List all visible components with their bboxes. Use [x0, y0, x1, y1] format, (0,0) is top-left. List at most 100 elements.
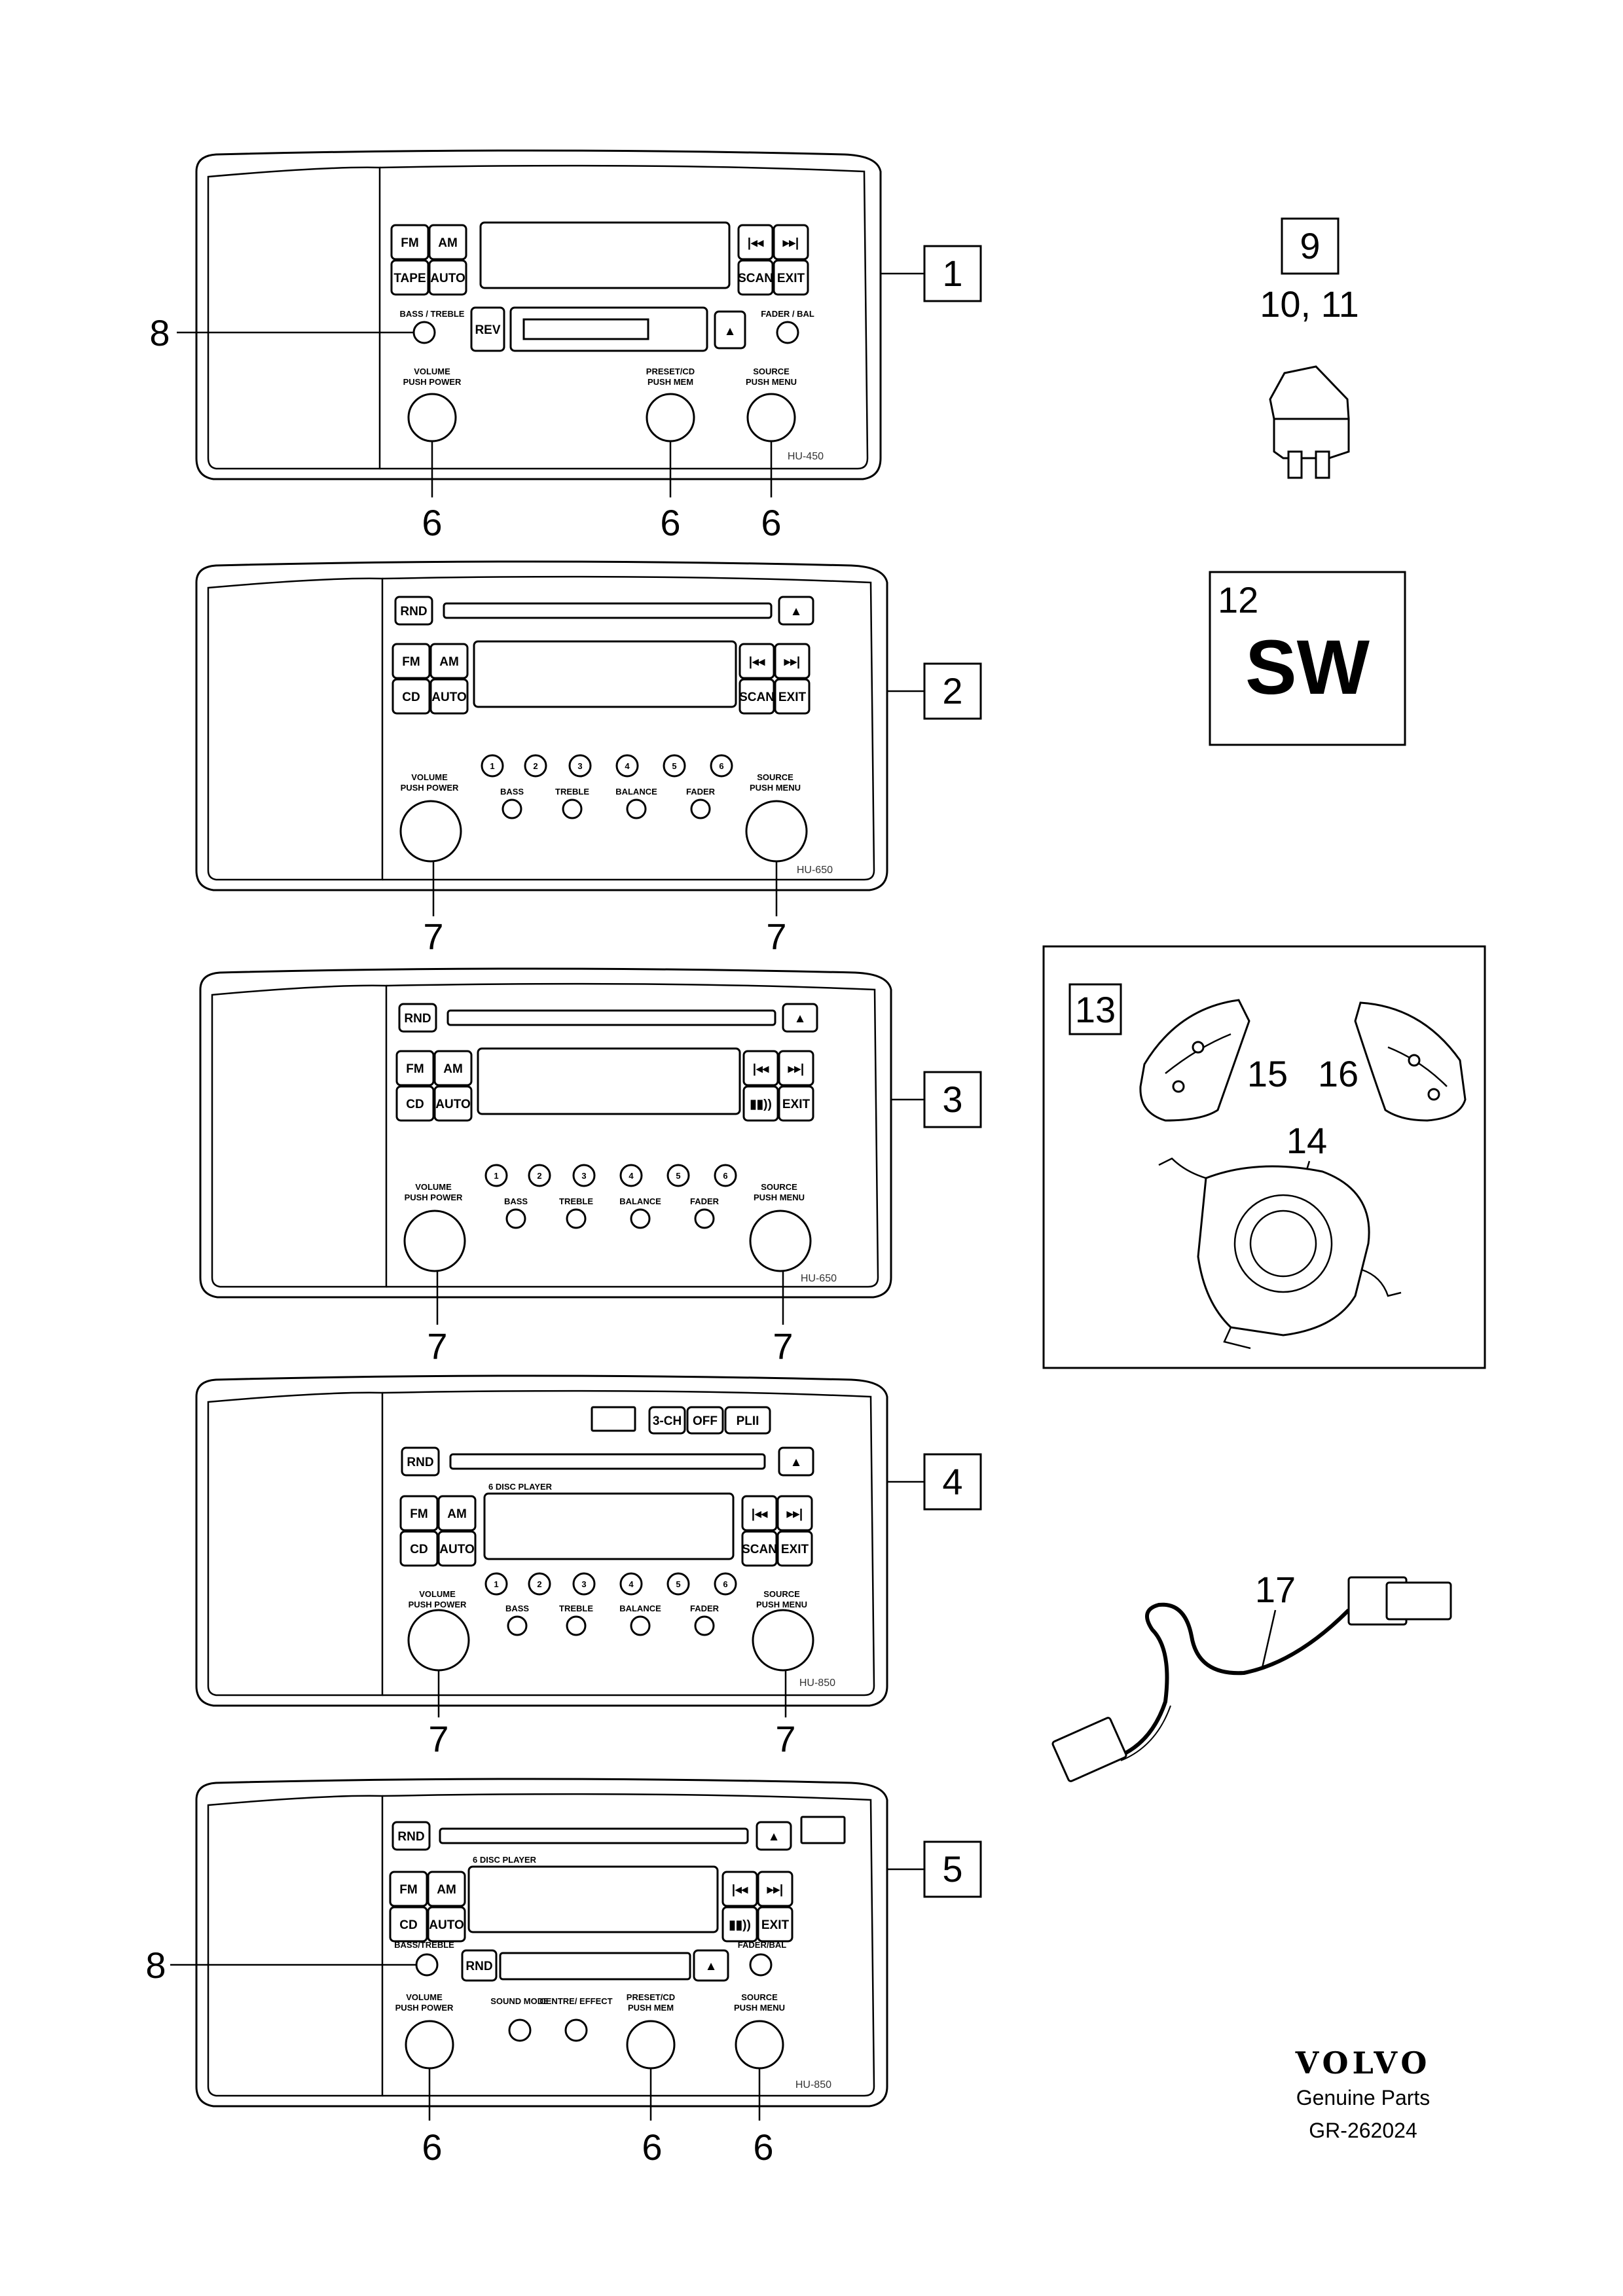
model-hu650-b: HU-650 [801, 1273, 837, 1284]
label-push-mem-5: PUSH MEM [628, 2003, 674, 2013]
label-source-2: SOURCE [757, 772, 793, 782]
btn-exit-4: EXIT [781, 1543, 809, 1556]
btn-fm: FM [401, 236, 418, 250]
callout-2: 2 [942, 670, 962, 711]
preset-2-3: 2 [537, 1171, 541, 1181]
radio-unit-2: RND ▲ FM AM CD AUTO |◂◂ ▸▸| SCAN EXIT 1 … [195, 560, 888, 891]
volume-knob-4 [407, 1609, 470, 1672]
label-bass-4: BASS [505, 1604, 529, 1613]
callout-6-e: 6 [642, 2126, 662, 2168]
btn-3ch: 3-CH [653, 1414, 682, 1428]
callout-7-e: 7 [428, 1718, 448, 1759]
sw-box [1209, 571, 1406, 746]
svg-text:▲: ▲ [794, 1012, 807, 1026]
btn-exit-3: EXIT [782, 1098, 811, 1111]
preset-2: 2 [533, 761, 538, 771]
svg-text:▸▸|: ▸▸| [782, 236, 799, 250]
label-centre-effect: CENTRE/ EFFECT [539, 1996, 612, 2006]
svg-text:▲: ▲ [790, 605, 803, 619]
btn-scan-4: SCAN [742, 1543, 777, 1556]
label-push-menu-3: PUSH MENU [754, 1193, 805, 1202]
preset-knob [646, 393, 695, 442]
svg-text:|◂◂: |◂◂ [752, 1507, 768, 1521]
volume-knob-5 [405, 2020, 454, 2070]
bass-treble-knob [412, 321, 436, 344]
left-switch-pad-icon [1139, 999, 1250, 1122]
svg-text:|◂◂: |◂◂ [732, 1883, 748, 1897]
callout-9: 9 [1300, 225, 1320, 266]
preset-6-4: 6 [723, 1579, 727, 1589]
btn-cd-3: CD [406, 1098, 424, 1111]
label-preset-cd: PRESET/CD [646, 367, 695, 376]
right-switch-pad-icon [1354, 1001, 1467, 1122]
callout-3: 3 [942, 1079, 962, 1120]
preset-row-2: 1 2 3 4 5 6 [481, 754, 733, 778]
callout-7-a: 7 [423, 916, 443, 957]
callout-6-f: 6 [753, 2126, 773, 2168]
btn-fm-4: FM [410, 1507, 428, 1521]
callout-7-d: 7 [773, 1325, 793, 1367]
svg-text:▸▸|: ▸▸| [786, 1507, 803, 1521]
source-knob-5 [735, 2020, 784, 2070]
label-treble: TREBLE [555, 787, 589, 797]
callout-7-f: 7 [775, 1718, 795, 1759]
label-push-menu-5: PUSH MENU [734, 2003, 785, 2013]
label-bass: BASS [500, 787, 524, 797]
label-source-5: SOURCE [741, 1992, 778, 2002]
svg-text:▸▸|: ▸▸| [784, 655, 800, 669]
bass-treble-knob-5 [415, 1953, 439, 1977]
callout-6-b: 6 [660, 502, 680, 543]
btn-rev: REV [475, 323, 500, 337]
btn-am-3: AM [443, 1062, 463, 1076]
preset-knob-5 [626, 2020, 676, 2070]
btn-rnd-3: RND [404, 1012, 431, 1026]
label-volume-5: VOLUME [406, 1992, 443, 2002]
callout-4: 4 [942, 1461, 962, 1502]
btn-cd-4: CD [410, 1543, 428, 1556]
preset-5-4: 5 [676, 1579, 680, 1589]
btn-cd-2: CD [402, 691, 420, 704]
btn-exit-5: EXIT [761, 1918, 790, 1932]
btn-exit: EXIT [777, 272, 805, 285]
volume-knob-2 [399, 800, 462, 863]
btn-fm-2: FM [402, 655, 420, 669]
btn-scan-2: SCAN [739, 691, 775, 704]
btn-scan: SCAN [738, 272, 773, 285]
preset-3: 3 [577, 761, 582, 771]
label-volume-3: VOLUME [415, 1182, 452, 1192]
preset-6-3: 6 [723, 1171, 727, 1181]
svg-text:▸▸|: ▸▸| [767, 1883, 783, 1897]
label-volume-2: VOLUME [411, 772, 448, 782]
btn-am-2: AM [439, 655, 459, 669]
btn-auto-3: AUTO [435, 1098, 470, 1111]
label-fader: FADER [686, 787, 716, 797]
preset-4: 4 [625, 761, 630, 771]
footer-ref: GR-262024 [1309, 2119, 1417, 2142]
callout-7-b: 7 [766, 916, 786, 957]
svg-text:▲: ▲ [705, 1960, 718, 1973]
model-hu850-b: HU-850 [795, 2079, 831, 2090]
btn-plii: PLII [737, 1414, 759, 1428]
label-fader-bal: FADER / BAL [761, 309, 814, 319]
model-hu650-a: HU-650 [797, 865, 833, 876]
label-volume: VOLUME [414, 367, 450, 376]
label-push-power-3: PUSH POWER [405, 1193, 463, 1202]
steering-module-icon [1158, 1157, 1402, 1350]
label-push-mem: PUSH MEM [647, 377, 693, 387]
callout-1: 1 [942, 253, 962, 294]
label-source-3: SOURCE [761, 1182, 797, 1192]
btn-fm-3: FM [406, 1062, 424, 1076]
source-knob-2 [745, 800, 808, 863]
radio-unit-5: RND ▲ 6 DISC PLAYER FM AM CD AUTO |◂◂ ▸▸… [195, 1778, 888, 2108]
callout-10-11: 10, 11 [1260, 283, 1359, 325]
preset-1: 1 [490, 761, 494, 771]
label-fader-bal-5: FADER/BAL [738, 1940, 786, 1950]
preset-row-4: 1 2 3 4 5 6 [484, 1572, 737, 1596]
preset-1-4: 1 [494, 1579, 498, 1589]
radio-unit-3: RND ▲ FM AM CD AUTO |◂◂ ▸▸| ▮▮)) EXIT 1 … [199, 967, 892, 1299]
fuse-icon [1269, 365, 1350, 479]
preset-6: 6 [719, 761, 723, 771]
callout-12: 12 [1218, 579, 1258, 620]
callout-8-a: 8 [149, 312, 170, 353]
